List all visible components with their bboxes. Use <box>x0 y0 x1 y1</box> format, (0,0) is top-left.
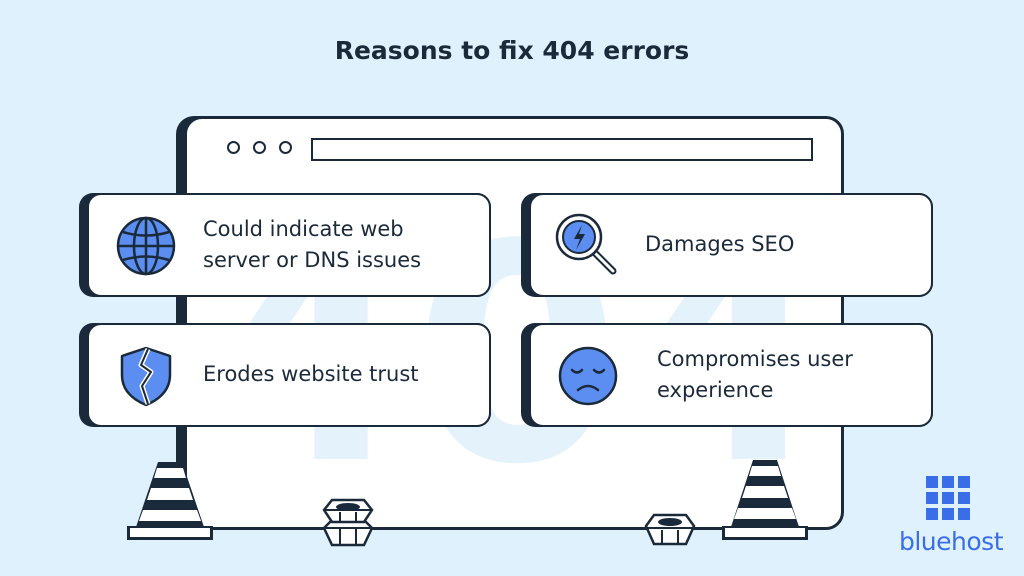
brand-name: bluehost <box>898 527 1004 556</box>
reason-label: Erodes website trust <box>203 359 419 390</box>
address-bar <box>311 138 813 161</box>
reason-card-trust: Erodes website trust <box>87 323 491 427</box>
hex-nut-stack <box>322 498 374 547</box>
reason-label-line-1: Could indicate web <box>203 217 404 241</box>
traffic-cone-left <box>127 462 213 540</box>
magnifier-lightning-icon <box>555 213 617 275</box>
reason-label-line-2: server or DNS issues <box>203 248 422 272</box>
reason-label: Compromises user experience <box>657 344 853 406</box>
window-dot-1 <box>227 141 240 154</box>
broken-shield-icon <box>120 346 172 407</box>
reason-label-line-1: Compromises user <box>657 347 853 371</box>
page-title: Reasons to fix 404 errors <box>334 36 690 65</box>
reason-card-seo: Damages SEO <box>529 193 933 297</box>
reason-label-line-1: Damages SEO <box>645 232 795 256</box>
bluehost-logo-icon <box>926 476 970 520</box>
reason-card-dns: Could indicate web server or DNS issues <box>87 193 491 297</box>
globe-icon <box>116 216 176 276</box>
reason-label-line-1: Erodes website trust <box>203 362 419 386</box>
window-dot-3 <box>279 141 292 154</box>
reason-card-ux: Compromises user experience <box>529 323 933 427</box>
reason-label: Could indicate web server or DNS issues <box>203 214 421 276</box>
window-dot-2 <box>253 141 266 154</box>
reason-label-line-2: experience <box>657 378 774 402</box>
sad-face-icon <box>558 346 618 406</box>
traffic-cone-right <box>722 460 808 540</box>
reason-label: Damages SEO <box>645 229 794 260</box>
hex-nut-single <box>644 513 696 546</box>
